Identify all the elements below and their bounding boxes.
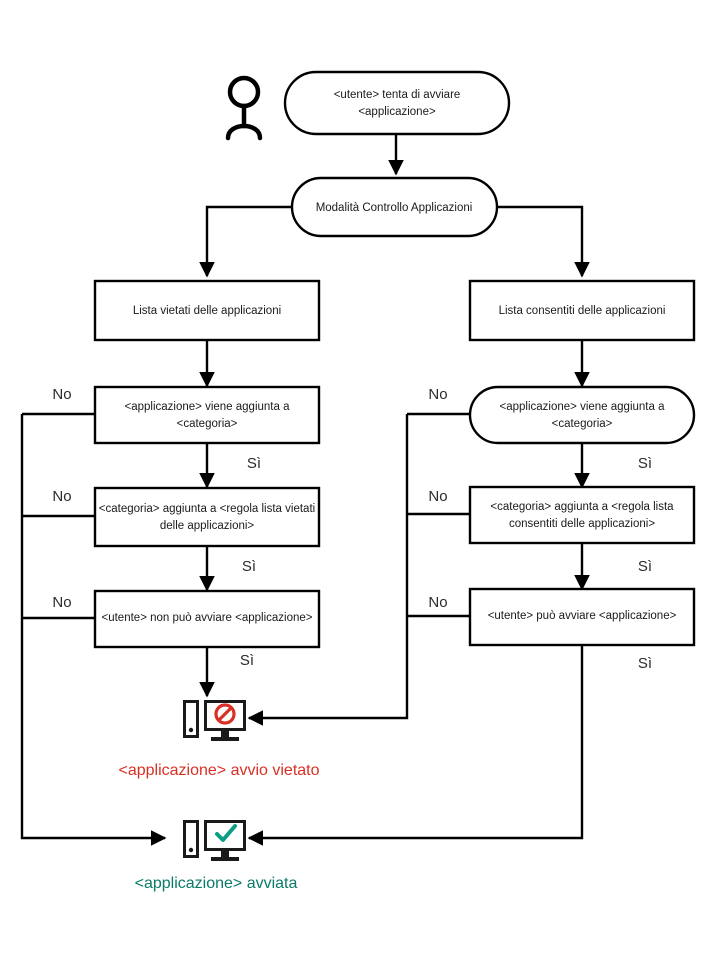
node-allowed-category-rule-line1: <categoria> aggiunta a <regola lista (490, 501, 674, 513)
edge-label-si-left-1: Sì (247, 455, 261, 472)
edge-label-no-left-3: No (52, 594, 71, 611)
edge-right-no-bus-to-denied-result (247, 414, 409, 726)
monitor-blocked-icon (183, 700, 246, 741)
edge-mode-to-allowed-list (497, 205, 590, 278)
node-denied-added-category-line2: <categoria> (177, 418, 238, 430)
edge-label-no-left-1: No (52, 386, 71, 403)
node-start-line2: <applicazione> (358, 106, 436, 118)
edge-label-si-right-3: Sì (638, 655, 652, 672)
result-denied-label: <applicazione> avvio vietato (118, 762, 319, 779)
node-can-start-label: <utente> può avviare <applicazione> (488, 610, 677, 622)
edge-label-no-left-2: No (52, 488, 71, 505)
node-cannot-start: <utente> non può avviare <applicazione> (93, 589, 321, 649)
node-denied-list: Lista vietati delle applicazioni (93, 279, 321, 342)
result-allowed-label: <applicazione> avviata (135, 875, 298, 892)
node-denied-added-category: <applicazione> viene aggiunta a <categor… (93, 385, 321, 445)
node-allowed-added-category-line1: <applicazione> viene aggiunta a (500, 401, 666, 413)
monitor-check-icon (183, 820, 246, 861)
edge-label-si-right-1: Sì (638, 455, 652, 472)
node-denied-list-label: Lista vietati delle applicazioni (133, 305, 281, 317)
node-start: <utente> tenta di avviare <applicazione> (283, 70, 511, 136)
edge-label-si-left-3: Sì (240, 652, 254, 669)
node-denied-category-rule-line2: delle applicazioni> (160, 520, 255, 532)
node-mode: Modalità Controllo Applicazioni (290, 176, 499, 238)
user-actor-icon (225, 75, 263, 141)
edge-label-no-right-3: No (428, 594, 447, 611)
node-allowed-list: Lista consentiti delle applicazioni (468, 279, 696, 342)
node-start-line1: <utente> tenta di avviare (334, 89, 461, 101)
edge-label-si-left-2: Sì (242, 558, 256, 575)
edge-mode-to-denied-list (199, 205, 292, 278)
node-allowed-category-rule: <categoria> aggiunta a <regola lista con… (468, 485, 696, 545)
node-allowed-added-category: <applicazione> viene aggiunta a <categor… (468, 385, 696, 445)
node-denied-added-category-line1: <applicazione> viene aggiunta a (125, 401, 291, 413)
edge-label-no-right-2: No (428, 488, 447, 505)
node-cannot-start-label: <utente> non può avviare <applicazione> (102, 612, 313, 624)
node-allowed-category-rule-line2: consentiti delle applicazioni> (509, 518, 655, 530)
node-mode-label: Modalità Controllo Applicazioni (316, 202, 473, 214)
edge-label-si-right-2: Sì (638, 558, 652, 575)
node-can-start: <utente> può avviare <applicazione> (468, 587, 696, 647)
node-denied-category-rule: <categoria> aggiunta a <regola lista vie… (93, 486, 321, 548)
node-allowed-added-category-line2: <categoria> (552, 418, 613, 430)
edge-can-start-to-allowed-result (247, 645, 584, 846)
node-denied-category-rule-line1: <categoria> aggiunta a <regola lista vie… (99, 503, 315, 515)
node-allowed-list-label: Lista consentiti delle applicazioni (499, 305, 666, 317)
edge-label-no-right-1: No (428, 386, 447, 403)
edge-left-no-bus-to-allowed-result (20, 414, 167, 846)
